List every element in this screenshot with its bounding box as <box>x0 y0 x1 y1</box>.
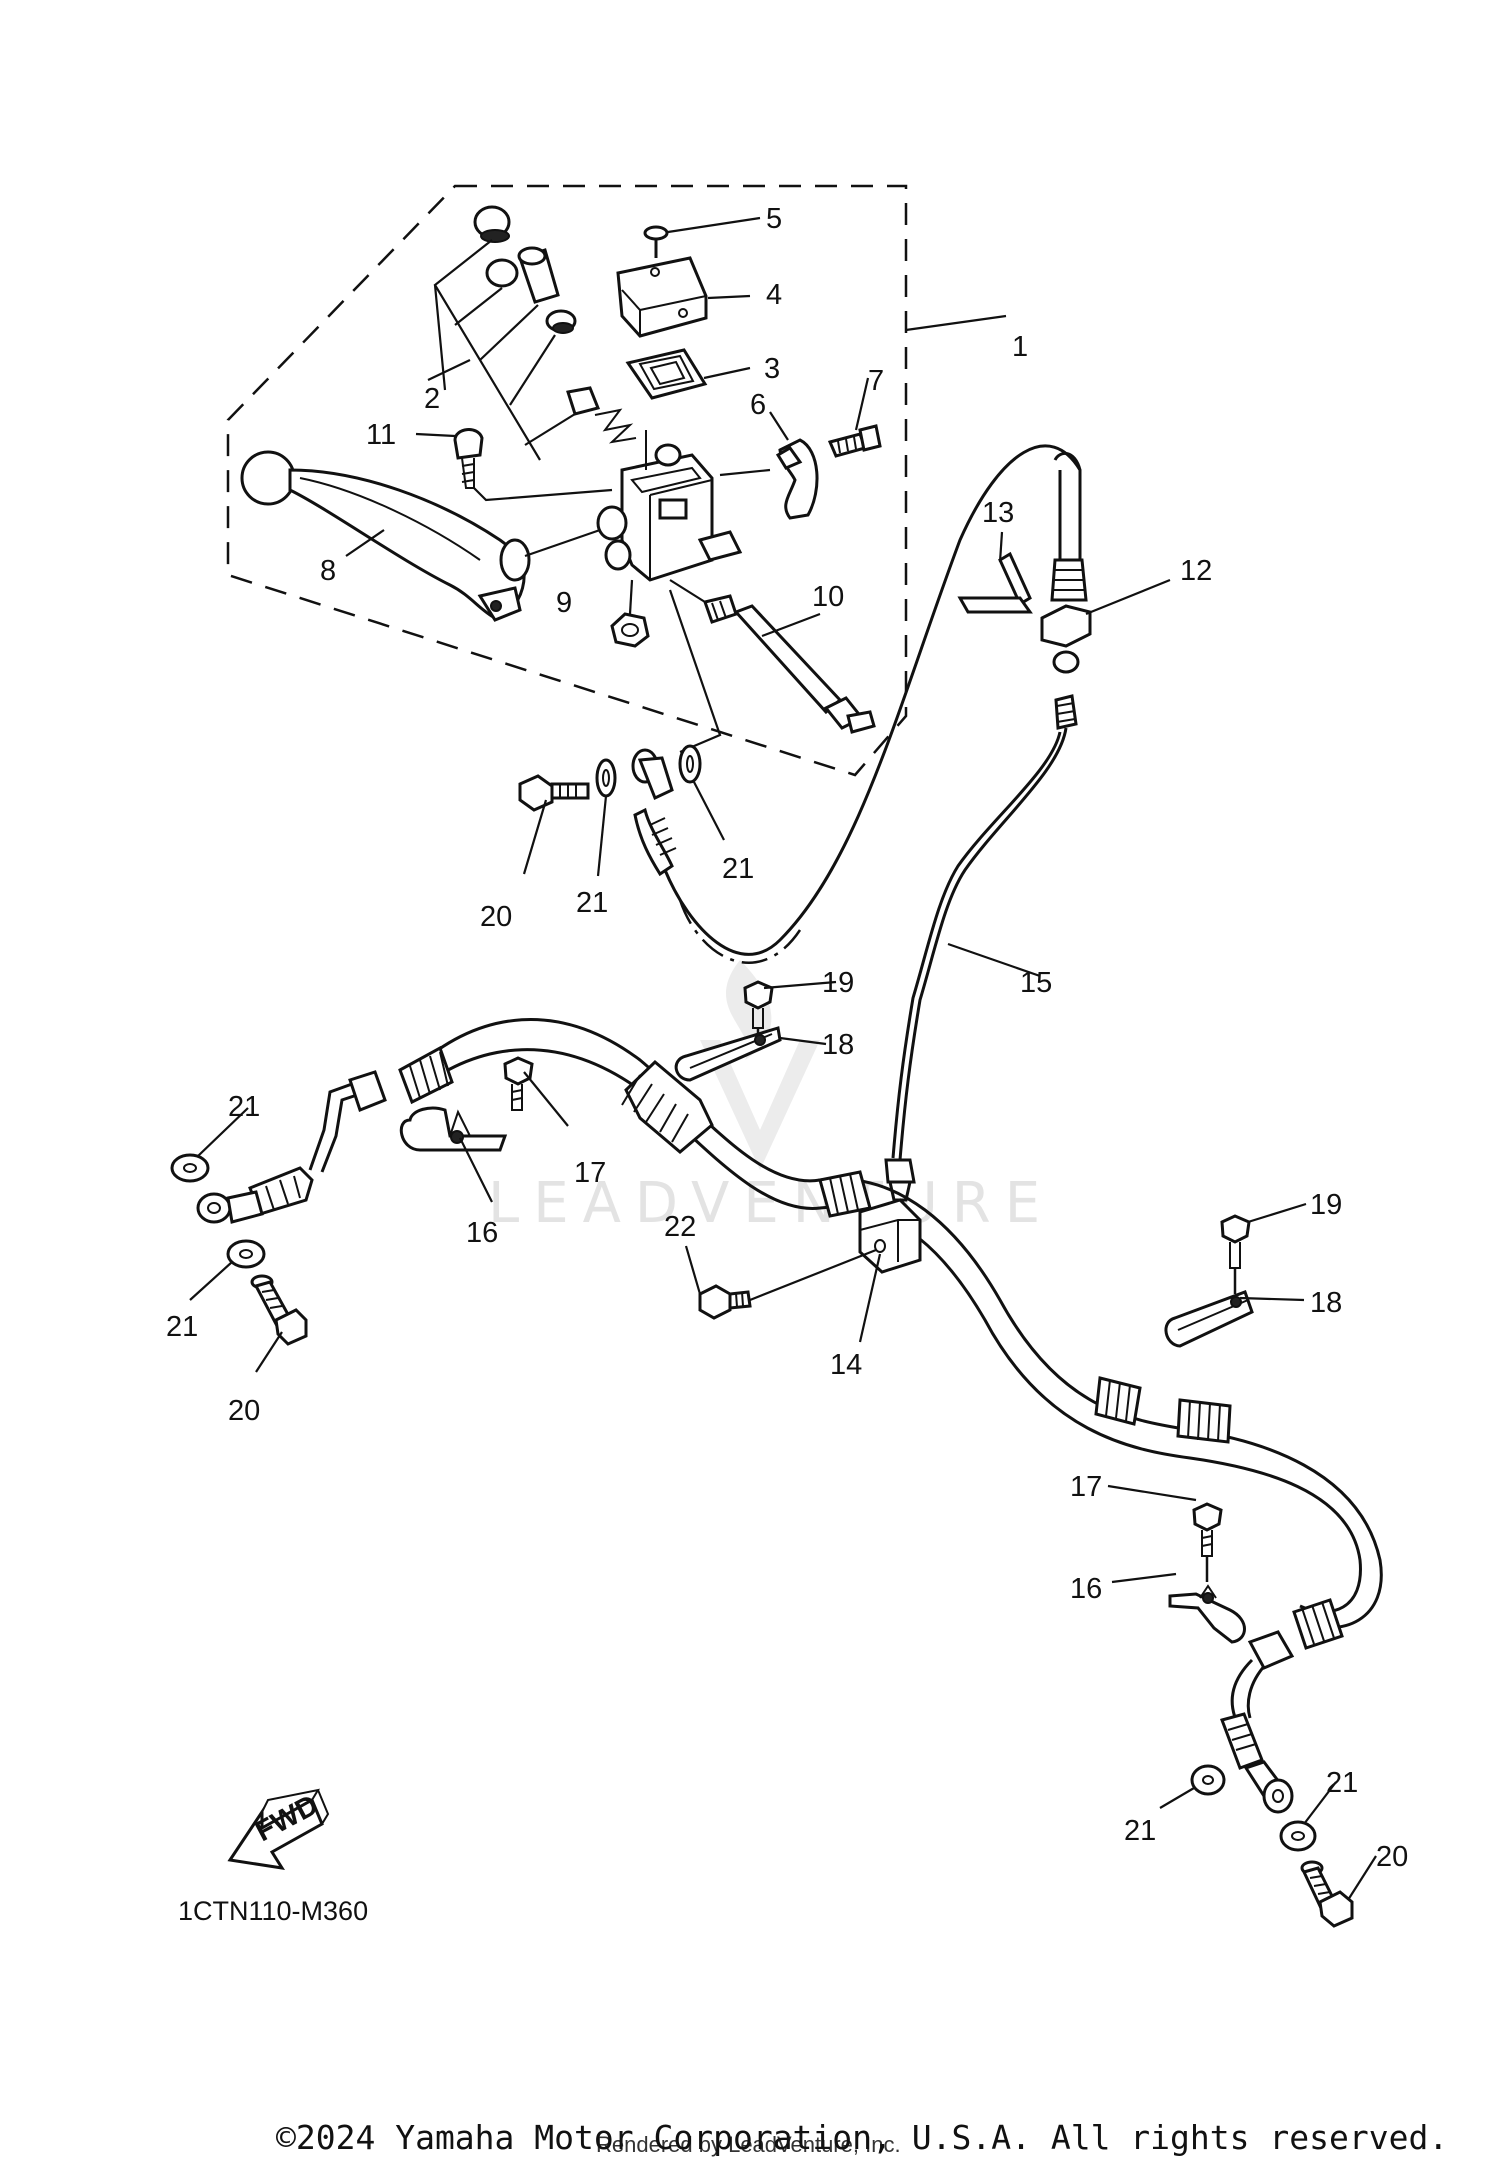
banjo-bolt-right <box>1300 1860 1354 1928</box>
callout-21-right-left: 21 <box>1124 1815 1156 1847</box>
crush-washer-left-lower <box>226 1239 266 1269</box>
pivot-bolt <box>453 428 613 502</box>
brake-pipe <box>884 694 1078 1202</box>
diaphragm <box>625 348 708 400</box>
hose-protector-upper <box>621 1059 714 1154</box>
callout-20-right: 20 <box>1376 1841 1408 1873</box>
brake-lever <box>240 450 601 622</box>
callout-17-left: 17 <box>574 1157 606 1189</box>
callout-8: 8 <box>320 555 336 587</box>
banjo-bolt-upper <box>518 774 590 812</box>
right-hose-fitting <box>1220 1630 1295 1814</box>
reservoir-cap <box>616 256 708 338</box>
cap-screw <box>643 225 669 258</box>
master-cylinder-holder <box>719 438 819 520</box>
rendered-by-text: Rendered by LeadVenture, Inc. <box>596 2132 901 2157</box>
pivot-nut <box>610 579 650 648</box>
forward-direction-icon <box>227 1788 330 1870</box>
callout-1: 1 <box>1012 331 1028 363</box>
holder-bolt <box>827 424 882 458</box>
callout-4: 4 <box>766 279 782 311</box>
hose-union-fitting <box>1040 558 1092 674</box>
joint-bolt <box>698 1248 877 1320</box>
assembly-boundary <box>226 184 908 777</box>
callout-18-right: 18 <box>1310 1287 1342 1319</box>
watermark-text: LEADVENTURE <box>488 1171 1054 1236</box>
piston-kit <box>433 205 637 461</box>
hose-joint <box>858 1198 922 1274</box>
hose-protector-right <box>1094 1376 1232 1444</box>
left-hose-fitting <box>196 1070 387 1224</box>
callout-21-left-lower: 21 <box>166 1311 198 1343</box>
callout-21-left-upper: 21 <box>228 1091 260 1123</box>
callout-19-right: 19 <box>1310 1189 1342 1221</box>
guide-bolt-right <box>1220 1214 1251 1296</box>
hose-protector-lower <box>1292 1598 1344 1650</box>
callout-9: 9 <box>556 587 572 619</box>
callout-18-upper: 18 <box>822 1029 854 1061</box>
callout-21-upper-right: 21 <box>722 853 754 885</box>
callout-13: 13 <box>982 497 1014 529</box>
callout-20-left: 20 <box>228 1395 260 1427</box>
clamp-bolt-left <box>503 1056 534 1111</box>
crush-washer-left-upper <box>170 1153 210 1183</box>
brake-light-switch <box>669 579 876 734</box>
callout-17-right: 17 <box>1070 1471 1102 1503</box>
callout-2: 2 <box>424 383 440 415</box>
callout-12: 12 <box>1180 555 1212 587</box>
callout-7: 7 <box>868 365 884 397</box>
callout-6: 6 <box>750 389 766 421</box>
hose-protector-middle <box>818 1170 872 1218</box>
copyright-text: ©2024 Yamaha Motor Corporation, U.S.A. A… <box>276 2118 1449 2157</box>
lower-brake-hose <box>414 1018 1383 1629</box>
callout-leaders <box>189 216 1377 1901</box>
hose-clamp-right <box>1168 1584 1246 1644</box>
callout-16-right: 16 <box>1070 1573 1102 1605</box>
hose-clamp-left <box>399 1106 508 1152</box>
callout-22: 22 <box>664 1211 696 1243</box>
crush-washer-upper-right <box>678 744 702 784</box>
hose-protector-left <box>398 1045 454 1105</box>
callout-21-right-right: 21 <box>1326 1767 1358 1799</box>
callout-16-left: 16 <box>466 1217 498 1249</box>
upper-hose <box>663 444 1082 956</box>
callout-15: 15 <box>1020 967 1052 999</box>
crush-washer-right-left <box>1190 1764 1226 1796</box>
clamp-bolt-right <box>1192 1502 1223 1586</box>
callout-19-upper: 19 <box>822 967 854 999</box>
callout-3: 3 <box>764 353 780 385</box>
callout-14: 14 <box>830 1349 862 1381</box>
callout-21-upper-left: 21 <box>576 887 608 919</box>
upper-hose-fitting <box>631 748 677 877</box>
hose-guide-upper <box>674 1026 782 1082</box>
crush-washer-upper-left <box>595 758 617 798</box>
callout-20-upper: 20 <box>480 901 512 933</box>
callout-11: 11 <box>366 419 396 451</box>
crush-washer-right-right <box>1279 1820 1317 1852</box>
banjo-bolt-left <box>250 1274 308 1346</box>
callout-5: 5 <box>766 203 782 235</box>
diagram-code: 1CTN110-M360 <box>178 1896 368 1926</box>
hose-guide-right <box>1164 1290 1254 1348</box>
master-cylinder-body <box>596 430 743 582</box>
callout-10: 10 <box>812 581 844 613</box>
hose-bracket <box>957 551 1033 614</box>
